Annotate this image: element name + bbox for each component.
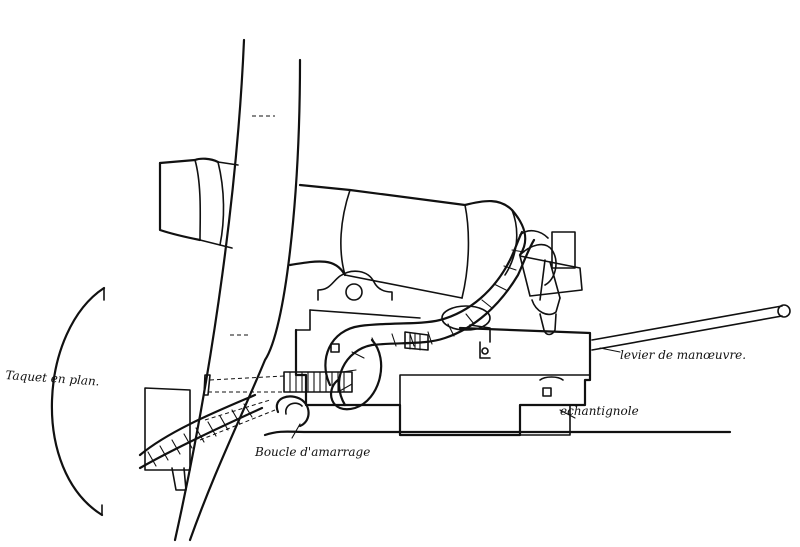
taquet-plan-shape [50,286,106,517]
trunnion [317,270,393,301]
boucle-amarrage [275,395,310,428]
label-levier: levier de manœuvre. [620,348,747,362]
gun-carriage [294,309,592,437]
label-boucle: Boucle d'amarrage [255,445,371,459]
elevating-screw [519,231,583,336]
label-echantignole: echantignole [560,404,639,418]
deck-line [263,430,732,437]
rope-seizing [283,331,429,393]
leader-lines [291,409,576,439]
cannon-muzzle-outside [158,157,239,249]
handspike [591,304,791,353]
cannon-barrel [288,183,557,299]
lower-port [144,374,286,491]
ship-hull [173,38,302,542]
breeching-rope [138,230,536,470]
